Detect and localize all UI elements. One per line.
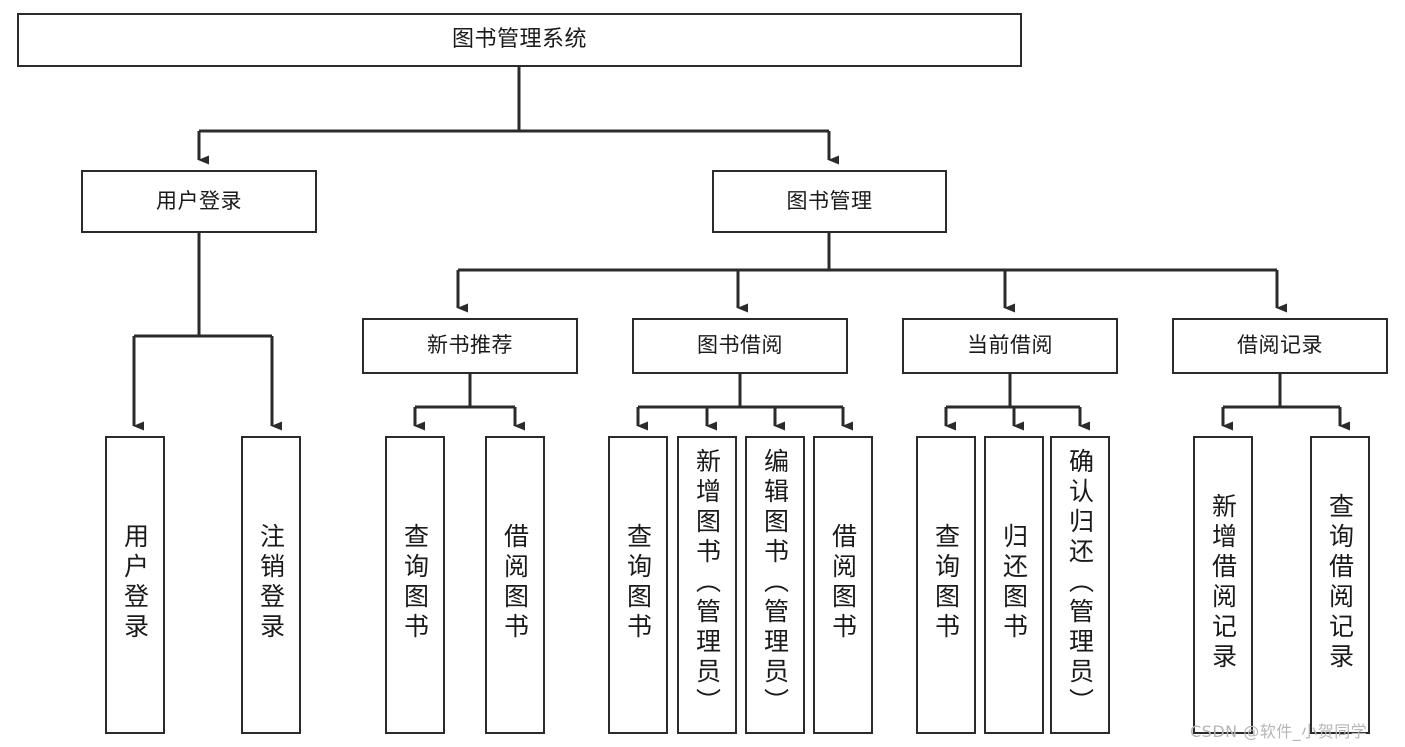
leaf-rec-add[interactable]: 新增借阅记录 bbox=[1193, 436, 1253, 734]
leaf-rec-query2-label: 查询借阅记录 bbox=[1325, 493, 1355, 673]
leaf-rec-query-label: 查询图书 bbox=[400, 523, 430, 643]
leaf-borrow-edit[interactable]: 编辑图书（管理员） bbox=[745, 436, 805, 734]
node-book-manage-label: 图书管理 bbox=[786, 188, 873, 213]
node-book-borrow[interactable]: 图书借阅 bbox=[632, 318, 848, 374]
leaf-user-logout-label: 注销登录 bbox=[256, 523, 286, 643]
node-new-book-rec[interactable]: 新书推荐 bbox=[362, 318, 578, 374]
node-borrow-record[interactable]: 借阅记录 bbox=[1172, 318, 1388, 374]
leaf-cur-query-label: 查询图书 bbox=[931, 523, 961, 643]
leaf-rec-query2[interactable]: 查询借阅记录 bbox=[1310, 436, 1370, 734]
leaf-cur-confirm-label: 确认归还（管理员） bbox=[1065, 448, 1095, 718]
node-book-borrow-label: 图书借阅 bbox=[697, 333, 783, 358]
leaf-rec-query[interactable]: 查询图书 bbox=[385, 436, 445, 734]
leaf-borrow-edit-label: 编辑图书（管理员） bbox=[760, 448, 790, 718]
leaf-borrow-query[interactable]: 查询图书 bbox=[608, 436, 668, 734]
leaf-rec-borrow[interactable]: 借阅图书 bbox=[485, 436, 545, 734]
leaf-user-login-label: 用户登录 bbox=[120, 523, 150, 643]
node-user-login[interactable]: 用户登录 bbox=[81, 170, 317, 233]
leaf-borrow-do[interactable]: 借阅图书 bbox=[813, 436, 873, 734]
node-current-borrow[interactable]: 当前借阅 bbox=[902, 318, 1118, 374]
leaf-cur-query[interactable]: 查询图书 bbox=[916, 436, 976, 734]
node-borrow-record-label: 借阅记录 bbox=[1237, 333, 1323, 358]
node-current-borrow-label: 当前借阅 bbox=[967, 333, 1053, 358]
node-new-book-rec-label: 新书推荐 bbox=[427, 333, 513, 358]
leaf-borrow-add-label: 新增图书（管理员） bbox=[692, 448, 722, 718]
leaf-rec-borrow-label: 借阅图书 bbox=[500, 523, 530, 643]
node-root[interactable]: 图书管理系统 bbox=[17, 13, 1022, 67]
leaf-cur-return[interactable]: 归还图书 bbox=[984, 436, 1044, 734]
leaf-borrow-add[interactable]: 新增图书（管理员） bbox=[677, 436, 737, 734]
leaf-borrow-do-label: 借阅图书 bbox=[828, 523, 858, 643]
leaf-user-logout[interactable]: 注销登录 bbox=[241, 436, 301, 734]
leaf-user-login[interactable]: 用户登录 bbox=[105, 436, 165, 734]
node-book-manage[interactable]: 图书管理 bbox=[712, 170, 947, 233]
leaf-cur-return-label: 归还图书 bbox=[999, 523, 1029, 643]
leaf-borrow-query-label: 查询图书 bbox=[623, 523, 653, 643]
leaf-cur-confirm[interactable]: 确认归还（管理员） bbox=[1050, 436, 1110, 734]
leaf-rec-add-label: 新增借阅记录 bbox=[1208, 493, 1238, 673]
node-user-login-label: 用户登录 bbox=[156, 188, 242, 213]
watermark: CSDN @软件_小贺同学 bbox=[1190, 722, 1368, 741]
node-root-label: 图书管理系统 bbox=[451, 26, 587, 52]
